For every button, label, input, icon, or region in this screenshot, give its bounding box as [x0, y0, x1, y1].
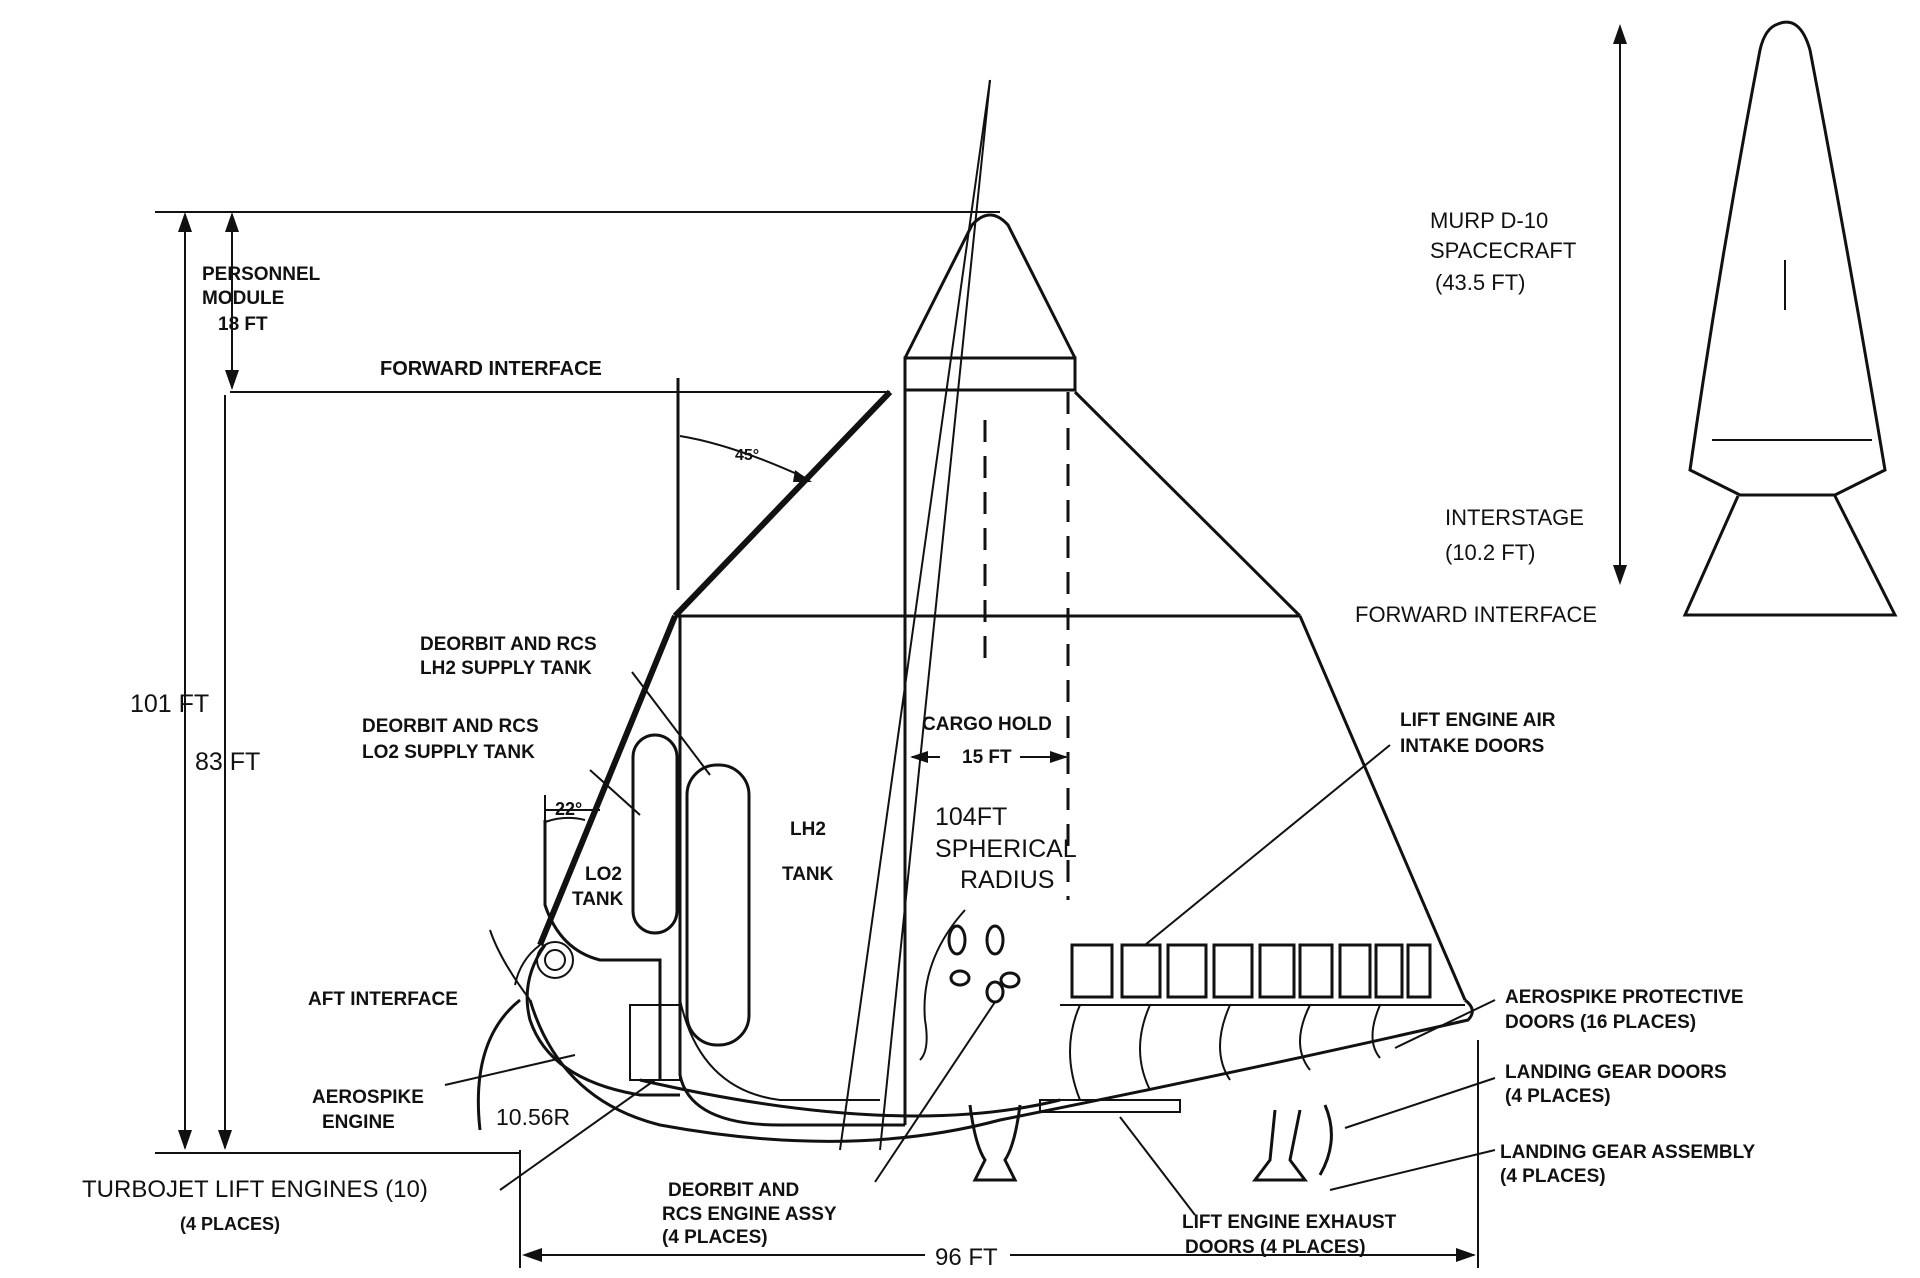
personnel-module-label-2: MODULE: [202, 288, 284, 309]
aerospike-doors-label-2: DOORS (16 PLACES): [1505, 1012, 1696, 1033]
landing-gear-assy-label-2: (4 PLACES): [1500, 1166, 1606, 1187]
deorbit-engine-label-1: DEORBIT AND: [668, 1180, 799, 1201]
lh2-tank-label-2: TANK: [782, 864, 834, 885]
lo2-tank-label-1: LO2: [585, 864, 622, 885]
deorbit-engine-label-2: RCS ENGINE ASSY: [662, 1204, 837, 1225]
deorbit-lo2-label-2: LO2 SUPPLY TANK: [362, 742, 535, 763]
angle-22-label: 22°: [555, 799, 582, 819]
spherical-radius-label-3: RADIUS: [960, 866, 1054, 894]
lift-exhaust-label-1: LIFT ENGINE EXHAUST: [1182, 1212, 1397, 1233]
angle-marks: [544, 435, 812, 900]
lift-engine-air-label-2: INTAKE DOORS: [1400, 736, 1544, 757]
deorbit-lh2-label-1: DEORBIT AND RCS: [420, 634, 597, 655]
lh2-tank-label-1: LH2: [790, 819, 826, 840]
murp-spacecraft-sideview: [1613, 20, 1898, 617]
turbojet-label: TURBOJET LIFT ENGINES (10): [82, 1176, 428, 1203]
murp-label-1: MURP D-10: [1430, 208, 1548, 233]
dim-83-label: 83 FT: [195, 748, 260, 776]
cargo-width-label: 15 FT: [962, 747, 1012, 768]
personnel-module-label-3: 18 FT: [218, 314, 268, 335]
murp-label-2: SPACECRAFT: [1430, 238, 1576, 263]
spherical-radius-label-2: SPHERICAL: [935, 835, 1077, 863]
deorbit-engine-label-3: (4 PLACES): [662, 1227, 768, 1248]
deorbit-lo2-label-1: DEORBIT AND RCS: [362, 716, 539, 737]
lift-engine-air-label-1: LIFT ENGINE AIR: [1400, 710, 1556, 731]
vehicle-body: [476, 79, 1474, 1182]
deorbit-lh2-label-2: LH2 SUPPLY TANK: [420, 658, 592, 679]
forward-interface-label: FORWARD INTERFACE: [380, 358, 602, 380]
aerospike-doors-label-1: AEROSPIKE PROTECTIVE: [1505, 987, 1744, 1008]
lift-exhaust-label-2: DOORS (4 PLACES): [1185, 1237, 1366, 1258]
personnel-module-label-1: PERSONNEL: [202, 264, 321, 285]
interstage-label-1: INTERSTAGE: [1445, 505, 1584, 530]
angle-45-label: 45°: [735, 447, 759, 464]
aft-interface-label: AFT INTERFACE: [308, 989, 458, 1010]
air-intake-doors: [1070, 943, 1432, 999]
turbojet-places-label: (4 PLACES): [180, 1214, 280, 1234]
landing-gear-assy-label-1: LANDING GEAR ASSEMBLY: [1500, 1142, 1755, 1163]
dim-101-label: 101 FT: [130, 690, 209, 718]
forward-interface-side-label: FORWARD INTERFACE: [1355, 602, 1597, 627]
radius-label: 10.56R: [496, 1104, 570, 1130]
cargo-hold-label: CARGO HOLD: [922, 714, 1052, 735]
interstage-label-2: (10.2 FT): [1445, 540, 1535, 565]
dim-96-label: 96 FT: [935, 1244, 998, 1271]
aerospike-engine-label-2: ENGINE: [322, 1112, 395, 1133]
murp-label-3: (43.5 FT): [1435, 270, 1525, 295]
aerospike-engine-label-1: AEROSPIKE: [312, 1087, 424, 1108]
text-labels: PERSONNEL MODULE 18 FT FORWARD INTERFACE…: [82, 208, 1755, 1271]
landing-gear-doors-label-2: (4 PLACES): [1505, 1086, 1611, 1107]
lo2-tank-label-2: TANK: [572, 889, 624, 910]
landing-gear-doors-label-1: LANDING GEAR DOORS: [1505, 1062, 1727, 1083]
leader-lines: [444, 671, 1496, 1216]
spherical-radius-label-1: 104FT: [935, 803, 1007, 831]
